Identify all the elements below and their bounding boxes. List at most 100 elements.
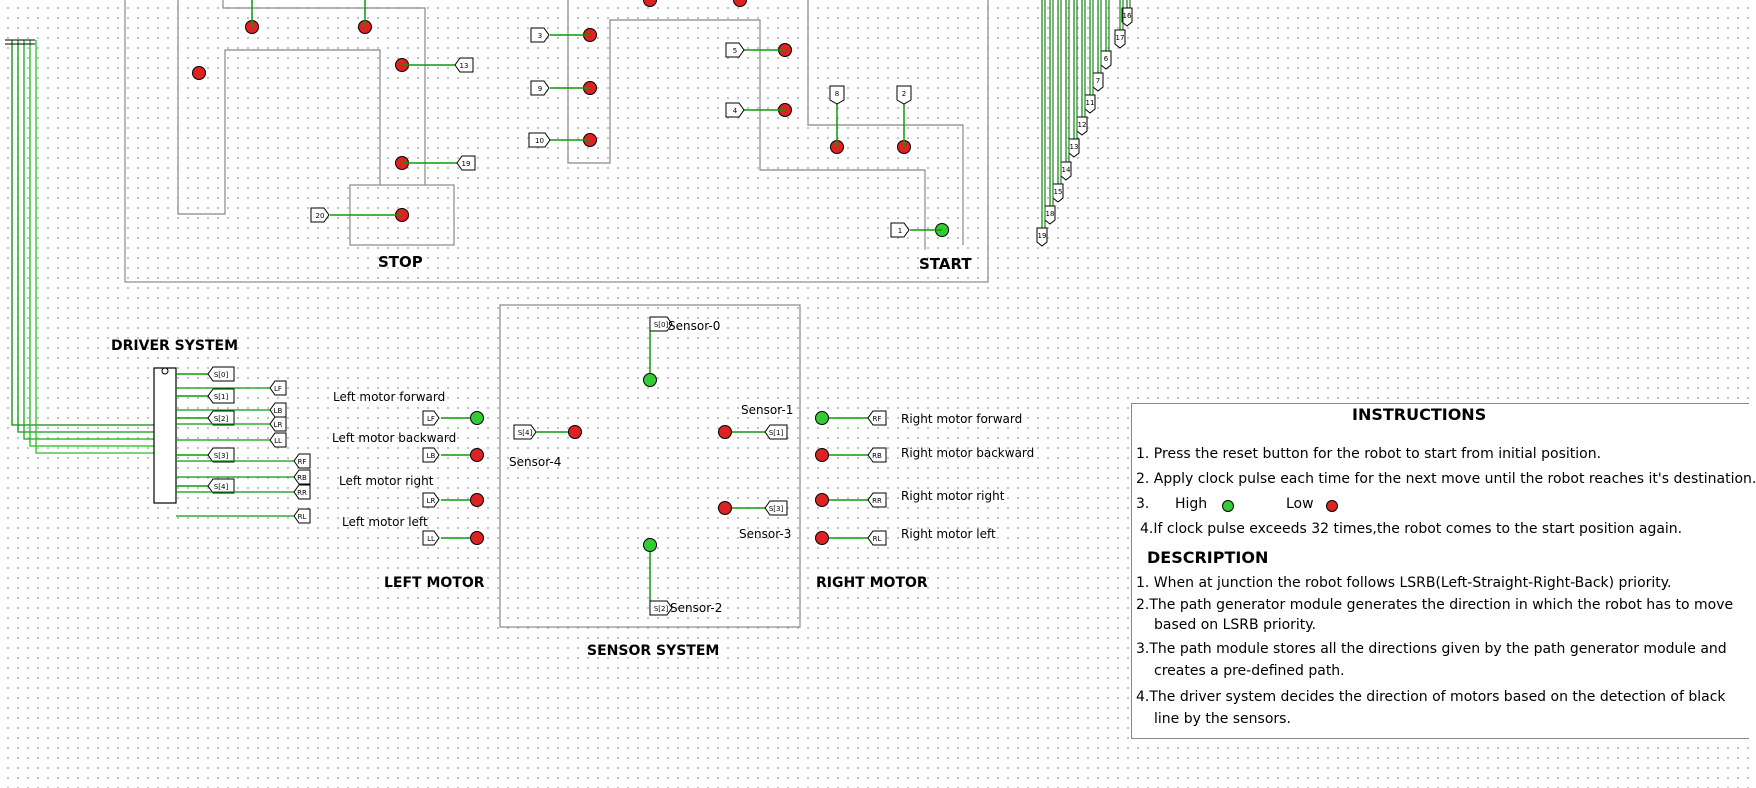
maze-pin-1-text: 1 — [898, 227, 902, 235]
maze-pin-9[interactable] — [530, 80, 550, 96]
driver-output-pin[interactable] — [293, 508, 311, 524]
description-item-3-cont: creates a pre-defined path. — [1154, 663, 1345, 679]
description-item-4: 4.The driver system decides the directio… — [1136, 689, 1726, 705]
driver-input-pin[interactable] — [207, 366, 235, 382]
fan-pin[interactable] — [1121, 7, 1133, 27]
driver-input-pin[interactable] — [207, 447, 235, 463]
sensor-0-led[interactable] — [643, 373, 657, 387]
maze-pin-2[interactable] — [896, 85, 912, 105]
maze-pin-4[interactable] — [725, 102, 745, 118]
sensor-2-label: Sensor-2 — [670, 601, 723, 615]
fan-pin-text: 7 — [1096, 77, 1100, 85]
driver-output-pin-text: RB — [297, 474, 307, 482]
driver-output-pin[interactable] — [293, 453, 311, 469]
driver-output-pin[interactable] — [269, 380, 287, 396]
description-title: DESCRIPTION — [1147, 548, 1269, 567]
fan-pin-text: 11 — [1086, 99, 1095, 107]
instruction-item-2: 2. Apply clock pulse each time for the n… — [1136, 471, 1756, 487]
sensor-3-label: Sensor-3 — [739, 527, 792, 541]
maze-led[interactable] — [733, 0, 747, 7]
right-motor-led[interactable] — [815, 531, 829, 545]
sensor-1-led[interactable] — [718, 425, 732, 439]
driver-notch — [161, 367, 169, 375]
maze-pin-19[interactable] — [456, 155, 476, 171]
sensor-4-led[interactable] — [568, 425, 582, 439]
left-motor-backward-label: Left motor backward — [332, 431, 457, 445]
sensor-0-label: Sensor-0 — [668, 319, 721, 333]
maze-frame — [124, 0, 989, 283]
driver-output-pin[interactable] — [269, 432, 287, 448]
fan-pin-text: 14 — [1062, 166, 1071, 174]
driver-output-pin[interactable] — [293, 484, 311, 500]
description-item-2: 2.The path generator module generates th… — [1136, 597, 1734, 613]
maze-pin-4-text: 4 — [733, 107, 738, 115]
driver-input-pin[interactable] — [207, 478, 235, 494]
maze-pin-1[interactable] — [890, 222, 910, 238]
sensor-system-title: SENSOR SYSTEM — [587, 643, 720, 659]
low-legend-label: Low — [1286, 496, 1314, 512]
left-motor-pin-text: LR — [427, 497, 436, 505]
left-motor-led[interactable] — [470, 448, 484, 462]
left-motor-pin[interactable] — [422, 447, 440, 463]
maze-pin-20[interactable] — [310, 207, 330, 223]
driver-input-pin[interactable] — [207, 410, 235, 426]
maze-pin-8[interactable] — [829, 85, 845, 105]
driver-input-pin-text: S[1] — [214, 393, 229, 401]
right-motor-pin[interactable] — [867, 410, 887, 426]
left-motor-right-label: Left motor right — [339, 474, 434, 488]
maze-pin-10[interactable] — [528, 132, 551, 148]
left-motor-pin[interactable] — [422, 530, 440, 546]
left-motor-title: LEFT MOTOR — [384, 575, 485, 591]
right-motor-pin[interactable] — [867, 492, 887, 508]
driver-output-pin-text: RF — [298, 458, 307, 466]
fan-pin[interactable] — [1036, 227, 1048, 247]
maze-pin-13[interactable] — [454, 57, 474, 73]
right-motor-pin[interactable] — [867, 530, 887, 546]
driver-output-pin[interactable] — [269, 416, 287, 432]
sensor-1-pin[interactable] — [764, 424, 788, 440]
sensor-2-pin[interactable] — [649, 600, 673, 616]
maze-wall — [365, 7, 426, 185]
driver-output-pin-text: LR — [274, 421, 283, 429]
right-motor-led[interactable] — [815, 411, 829, 425]
driver-output-pin[interactable] — [293, 469, 311, 485]
maze-pin-3[interactable] — [530, 27, 550, 43]
right-motor-pin-text: RR — [872, 497, 882, 505]
sensor-4-pin[interactable] — [513, 424, 537, 440]
instruction-item-1: 1. Press the reset button for the robot … — [1136, 446, 1602, 462]
left-motor-pin[interactable] — [422, 410, 440, 426]
high-legend-label: High — [1175, 496, 1208, 512]
fan-pin-text: 12 — [1078, 121, 1087, 129]
bus-wire — [11, 40, 154, 426]
sensor-3-pin[interactable] — [764, 500, 788, 516]
maze-led[interactable] — [643, 0, 657, 7]
sensor-box — [499, 304, 801, 628]
driver-output-pin[interactable] — [269, 402, 287, 418]
right-motor-pin-text: RF — [873, 415, 882, 423]
right-motor-led[interactable] — [815, 493, 829, 507]
right-motor-led[interactable] — [815, 448, 829, 462]
right-motor-pin[interactable] — [867, 447, 887, 463]
fan-pin[interactable] — [1114, 29, 1126, 49]
maze-pin-5[interactable] — [725, 42, 745, 58]
left-motor-led[interactable] — [470, 531, 484, 545]
left-motor-led[interactable] — [470, 493, 484, 507]
fan-pin-text: 15 — [1054, 188, 1063, 196]
bus-wire — [23, 40, 154, 440]
description-item-1: 1. When at junction the robot follows LS… — [1136, 575, 1672, 591]
left-motor-pin[interactable] — [422, 492, 440, 508]
driver-input-pin[interactable] — [207, 388, 235, 404]
maze-led[interactable] — [192, 66, 206, 80]
instructions-title: INSTRUCTIONS — [1352, 405, 1487, 424]
driver-block[interactable] — [153, 367, 177, 504]
left-motor-led[interactable] — [470, 411, 484, 425]
sensor-3-led[interactable] — [718, 501, 732, 515]
fan-pin-text: 18 — [1046, 210, 1055, 218]
right-motor-backward-label: Right motor backward — [901, 446, 1035, 460]
fan-pin-text: 16 — [1123, 12, 1132, 20]
sensor-2-led[interactable] — [643, 538, 657, 552]
stop-label: STOP — [378, 253, 423, 271]
sensor-0-pin[interactable] — [649, 316, 673, 332]
fan-pin-text: 19 — [1038, 232, 1047, 240]
